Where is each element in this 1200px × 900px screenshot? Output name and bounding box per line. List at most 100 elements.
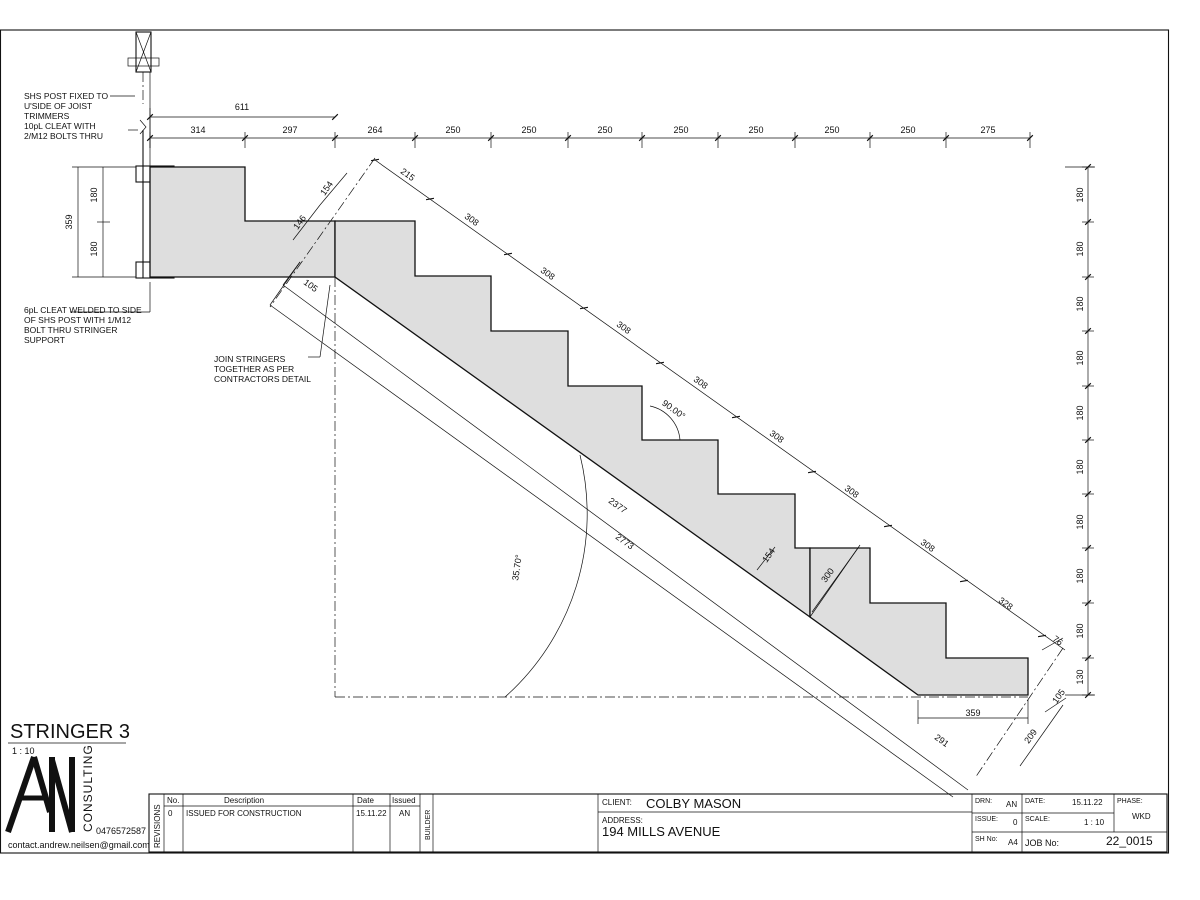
drn-value: AN xyxy=(1006,800,1017,809)
dim-2773: 2773 xyxy=(614,532,636,552)
builder-label: BUILDER xyxy=(425,810,432,840)
dim-76: 76 xyxy=(1051,634,1065,648)
date-value: 15.11.22 xyxy=(1072,798,1103,807)
job-label: JOB No: xyxy=(1025,838,1059,848)
dim-right-9: 180 xyxy=(1075,623,1085,638)
right-dimension-ticks xyxy=(1082,163,1094,699)
svg-text:BOLT THRU STRINGER: BOLT THRU STRINGER xyxy=(24,325,118,335)
rev-header-date: Date xyxy=(357,796,374,805)
svg-text:U'SIDE OF JOIST: U'SIDE OF JOIST xyxy=(24,101,92,111)
rev-row-issued: AN xyxy=(399,809,410,818)
centre-lines xyxy=(269,157,1095,779)
dim-right-2: 180 xyxy=(1075,241,1085,256)
dim-105-right: 105 xyxy=(1050,687,1067,705)
diag-tick-1 xyxy=(425,197,435,201)
svg-text:TOGETHER AS PER: TOGETHER AS PER xyxy=(214,364,294,374)
dim-top-6: 250 xyxy=(597,125,612,135)
job-value: 22_0015 xyxy=(1106,834,1153,848)
dim-291: 291 xyxy=(933,732,951,749)
svg-text:SHS POST FIXED TO: SHS POST FIXED TO xyxy=(24,91,108,101)
drawing-title: STRINGER 3 xyxy=(10,721,130,743)
svg-text:SUPPORT: SUPPORT xyxy=(24,335,65,345)
revisions-side-label: REVISIONS xyxy=(153,804,162,848)
client-label: CLIENT: xyxy=(602,798,632,807)
top-611-tick-b xyxy=(331,113,339,121)
dim-top-4: 250 xyxy=(445,125,460,135)
note-join: JOIN STRINGERS TOGETHER AS PER CONTRACTO… xyxy=(214,354,311,384)
scale-label: SCALE: xyxy=(1025,816,1050,823)
dim-top-7: 250 xyxy=(673,125,688,135)
dim-154-top: 154 xyxy=(318,179,335,197)
angle-arc-90 xyxy=(649,405,681,441)
dim-top-10: 250 xyxy=(900,125,915,135)
svg-text:OF SHS POST WITH 1/M12: OF SHS POST WITH 1/M12 xyxy=(24,315,131,325)
svg-text:10pL CLEAT WITH: 10pL CLEAT WITH xyxy=(24,121,96,131)
dim-top-5: 250 xyxy=(521,125,536,135)
note-cleat: 6pL CLEAT WELDED TO SIDE OF SHS POST WIT… xyxy=(24,305,142,345)
note-post: SHS POST FIXED TO U'SIDE OF JOIST TRIMME… xyxy=(24,91,108,141)
diag-tick-4 xyxy=(655,361,665,365)
dim-overall-611: 611 xyxy=(235,102,249,112)
logo: AN CONSULTING xyxy=(5,744,95,833)
logo-email: contact.andrew.neilsen@gmail.com xyxy=(8,840,150,850)
dim-diag-9: 328 xyxy=(997,595,1015,612)
diag-tick-9 xyxy=(1037,634,1047,638)
rev-row-no: 0 xyxy=(168,809,173,818)
angle-35-label: 35.70° xyxy=(510,554,524,582)
dim-diag-2: 308 xyxy=(463,211,481,228)
svg-text:2/M12 BOLTS THRU: 2/M12 BOLTS THRU xyxy=(24,131,103,141)
svg-text:JOIN STRINGERS: JOIN STRINGERS xyxy=(214,354,286,364)
dim-top-11: 275 xyxy=(980,125,995,135)
rev-header-desc: Description xyxy=(224,796,264,805)
address-label: ADDRESS: xyxy=(602,816,643,825)
diag-tick-3 xyxy=(579,306,589,310)
dim-right-6: 180 xyxy=(1075,459,1085,474)
dim-right-5: 180 xyxy=(1075,405,1085,420)
dim-359-left: 359 xyxy=(64,214,74,229)
svg-text:TRIMMERS: TRIMMERS xyxy=(24,111,70,121)
note-leaders xyxy=(70,95,331,358)
dim-top-2: 297 xyxy=(282,125,297,135)
drn-label: DRN: xyxy=(975,798,992,805)
diagonal-dimension-ticks xyxy=(370,158,1047,638)
title-block-frame xyxy=(148,793,1168,853)
dim-2377: 2377 xyxy=(607,496,629,516)
diag-tick-7 xyxy=(883,524,893,528)
sheet-border xyxy=(0,29,1170,854)
dim-top-8: 250 xyxy=(748,125,763,135)
issue-label: ISSUE: xyxy=(975,816,998,823)
scale-value: 1 : 10 xyxy=(1084,818,1105,827)
dim-diag-3: 308 xyxy=(539,265,557,282)
dim-180-left-1: 180 xyxy=(89,187,99,202)
dim-diag-4: 308 xyxy=(615,319,633,336)
phase-label: PHASE: xyxy=(1117,798,1143,805)
dim-right-7: 180 xyxy=(1075,514,1085,529)
sheet-value: A4 xyxy=(1008,838,1018,847)
dim-diag-1: 215 xyxy=(399,166,417,183)
client-value: COLBY MASON xyxy=(646,796,741,811)
issue-value: 0 xyxy=(1013,818,1018,827)
rev-header-issued: Issued xyxy=(392,796,416,805)
rev-header-no: No. xyxy=(167,796,179,805)
angle-90-label: 90.00° xyxy=(660,398,687,422)
dim-right-10: 130 xyxy=(1075,669,1085,684)
angle-arc-35 xyxy=(504,454,588,698)
dim-top-1: 314 xyxy=(190,125,205,135)
diagonal-dimension-lines xyxy=(269,159,1067,798)
dim-top-3: 264 xyxy=(367,125,382,135)
dim-diag-7: 308 xyxy=(843,483,861,500)
logo-word: CONSULTING xyxy=(81,744,95,832)
dim-359-bottom: 359 xyxy=(965,708,980,718)
dim-diag-8: 308 xyxy=(919,537,937,554)
left-dimension-lines xyxy=(72,166,136,278)
diag-tick-0 xyxy=(370,158,380,162)
dim-right-1: 180 xyxy=(1075,187,1085,202)
stringer-part-lower xyxy=(809,547,1029,696)
right-riser-dims: 180 180 180 180 180 180 180 180 180 130 xyxy=(1075,187,1085,684)
dim-diag-6: 308 xyxy=(768,428,786,445)
svg-text:6pL CLEAT WELDED TO SIDE: 6pL CLEAT WELDED TO SIDE xyxy=(24,305,142,315)
dim-right-3: 180 xyxy=(1075,296,1085,311)
dim-diag-5: 308 xyxy=(692,374,710,391)
drawing-scale: 1 : 10 xyxy=(12,746,35,756)
